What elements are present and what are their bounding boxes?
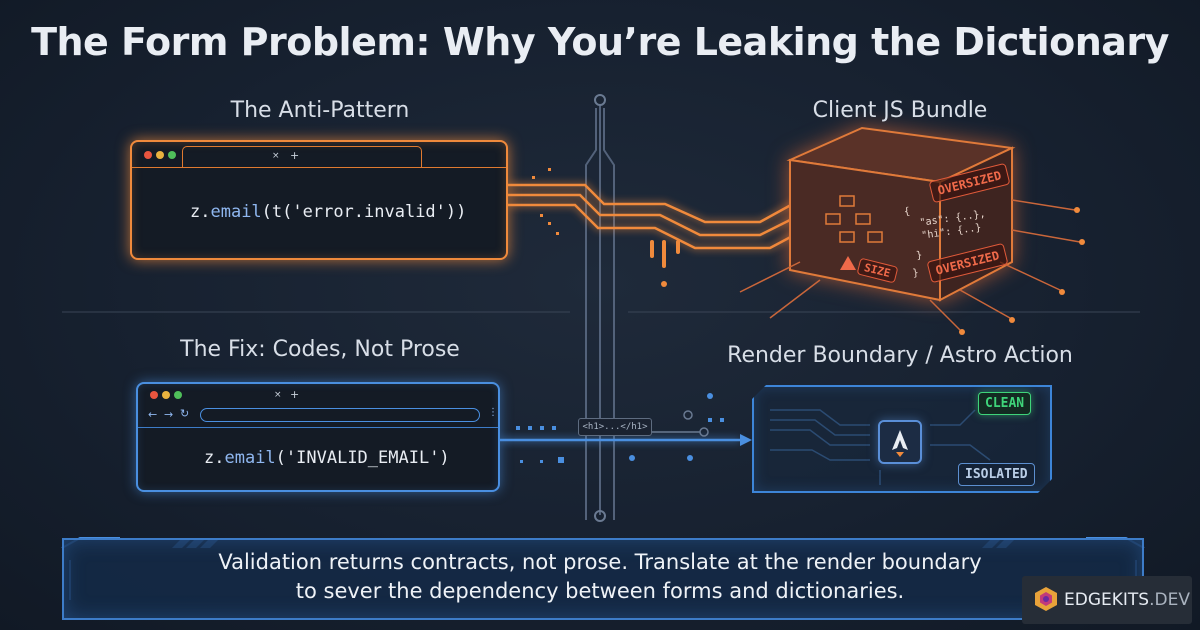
minimize-dot-icon[interactable] — [162, 391, 170, 399]
tab-close-icon[interactable]: × — [274, 390, 282, 400]
arrow-icon — [740, 434, 752, 446]
forward-icon[interactable]: → — [164, 408, 174, 421]
center-trunk-lines — [585, 104, 615, 520]
bundle-json: { "as": {..}, "hi": {..} } } — [903, 206, 987, 280]
clean-tag: CLEAN — [978, 392, 1032, 415]
ray-ends — [959, 207, 1085, 335]
reload-icon[interactable]: ↻ — [180, 407, 190, 420]
trunk-node-top — [594, 94, 606, 106]
page-title: The Form Problem: Why You’re Leaking the… — [31, 20, 1169, 64]
close-dot-icon[interactable] — [144, 151, 152, 159]
anti-pattern-code: z.email(t('error.invalid')) — [190, 202, 467, 222]
isolated-tag: ISOLATED — [958, 463, 1035, 486]
render-boundary-label: Render Boundary / Astro Action — [727, 343, 1073, 368]
blue-dots — [516, 393, 724, 463]
menu-icon[interactable]: ⋮ — [488, 407, 498, 418]
html-chip: <h1>...</h1> — [578, 418, 652, 436]
footer-text: Validation returns contracts, not prose.… — [150, 548, 1050, 606]
fix-window: × + ← → ↻ ⋮ z.email('INVALID_EMAIL') — [136, 382, 500, 492]
anti-pattern-label: The Anti-Pattern — [230, 98, 410, 123]
edgekits-logo-icon — [1034, 586, 1058, 612]
back-icon[interactable]: ← — [148, 408, 158, 421]
footer-line-2: to sever the dependency between forms an… — [295, 579, 905, 603]
new-tab-icon[interactable]: + — [290, 149, 300, 162]
client-bundle-label: Client JS Bundle — [812, 98, 988, 123]
warning-icon — [840, 256, 856, 270]
maximize-dot-icon[interactable] — [174, 391, 182, 399]
fix-label: The Fix: Codes, Not Prose — [180, 337, 460, 362]
brand-name[interactable]: EDGEKITS.DEV — [1064, 590, 1190, 610]
footer-line-1: Validation returns contracts, not prose.… — [218, 550, 982, 574]
new-tab-icon[interactable]: + — [290, 388, 300, 401]
leak-connector — [508, 183, 801, 250]
footer-banner — [62, 538, 1144, 620]
node-lines — [652, 410, 709, 437]
trunk-node-bottom — [594, 510, 606, 522]
cube-rays — [739, 199, 1081, 331]
address-bar[interactable] — [200, 408, 480, 422]
anti-pattern-window: × + z.email(t('error.invalid')) — [130, 140, 508, 260]
window-titlebar — [138, 384, 498, 428]
minimize-dot-icon[interactable] — [156, 151, 164, 159]
maximize-dot-icon[interactable] — [168, 151, 176, 159]
astro-logo-icon — [878, 420, 922, 464]
browser-tab[interactable] — [182, 146, 422, 168]
leak-drips — [532, 168, 680, 287]
network-glyph — [825, 195, 883, 243]
tab-close-icon[interactable]: × — [272, 151, 280, 161]
window-titlebar — [132, 142, 506, 168]
fix-code: z.email('INVALID_EMAIL') — [204, 448, 450, 468]
close-dot-icon[interactable] — [150, 391, 158, 399]
